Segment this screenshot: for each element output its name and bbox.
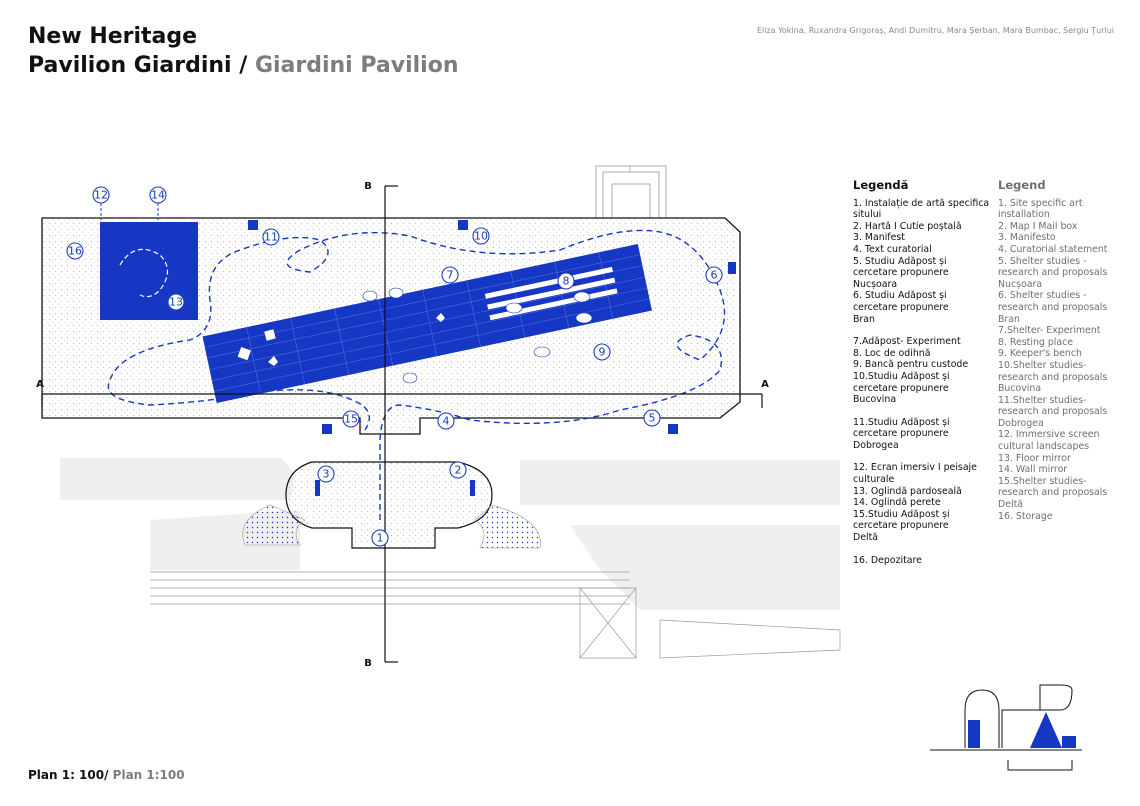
svg-text:9: 9 <box>599 346 606 359</box>
svg-text:3: 3 <box>323 468 330 481</box>
svg-text:15: 15 <box>344 413 358 426</box>
legend-item: 5. Shelter studies - research and propos… <box>998 255 1108 290</box>
visitor-path <box>107 229 726 520</box>
legend-item: Bran <box>853 313 875 325</box>
legend-item: 4. Text curatorial <box>853 243 932 255</box>
plan-marker-numbers: 1 2 3 4 5 6 7 8 9 10 11 12 13 14 15 16 <box>68 189 718 545</box>
legend-item: 13. Floor mirror <box>998 452 1071 464</box>
section-lines <box>41 185 763 663</box>
legend-english: Legend 1. Site specific art installation… <box>998 178 1118 522</box>
entrance-steps <box>150 571 841 659</box>
section-elevation-thumbnail <box>930 684 1082 771</box>
legend-item: 16. Storage <box>998 510 1053 522</box>
plan-scale: Plan 1: 100/ Plan 1:100 <box>28 768 185 782</box>
legend-item: 9. Bancă pentru custode <box>853 359 969 371</box>
svg-text:6: 6 <box>711 269 718 282</box>
scale-romanian: Plan 1: 100/ <box>28 768 109 782</box>
right-exedra <box>474 504 541 549</box>
legend-item: Bran <box>998 313 1020 325</box>
legend-item: 2. Hartă I Cutie poștală <box>853 220 962 232</box>
legend-item: 5. Studiu Adăpost și cercetare propunere <box>853 255 949 279</box>
svg-text:8: 8 <box>563 275 570 288</box>
legend-item: 3. Manifesto <box>998 232 1056 244</box>
legend-item: Nucșoara <box>853 278 898 290</box>
legend-item: 3. Manifest <box>853 232 905 244</box>
left-exedra <box>242 504 306 546</box>
legend-item: 10.Shelter studies-research and proposal… <box>998 359 1108 383</box>
wall-plaques <box>248 220 736 434</box>
svg-text:11: 11 <box>264 231 278 244</box>
legend-item: 15.Studiu Adăpost și cercetare propunere <box>853 508 950 532</box>
svg-text:12: 12 <box>94 189 108 202</box>
legend-item: Dobrogea <box>853 439 899 451</box>
svg-text:5: 5 <box>649 412 656 425</box>
legend-item: 11.Shelter studies- research and proposa… <box>998 394 1108 418</box>
scale-english: Plan 1:100 <box>112 768 185 782</box>
title-line-1: New Heritage <box>28 24 198 49</box>
legend-item: 12. Immersive screen cultural landscapes <box>998 429 1100 453</box>
legend-item: 6. Shelter studies - research and propos… <box>998 290 1108 313</box>
legend-item: Deltă <box>998 499 1024 511</box>
svg-text:16: 16 <box>68 245 82 258</box>
section-b-bottom: B <box>364 658 372 669</box>
section-a-left: A <box>36 379 44 390</box>
plan-markers <box>66 186 723 547</box>
title-romanian: Pavilion Giardini / <box>28 53 248 78</box>
legend-item: 2. Map I Mail box <box>998 220 1078 232</box>
svg-text:7: 7 <box>447 269 454 282</box>
svg-text:14: 14 <box>151 189 165 202</box>
legend-item: 1. Site specific art installation <box>998 197 1083 221</box>
section-a-right: A <box>761 379 769 390</box>
entrance-tower <box>595 165 667 219</box>
map-panel <box>470 480 475 496</box>
svg-text:10: 10 <box>474 230 488 243</box>
legend-item: 10.Studiu Adăpost și cercetare propunere <box>853 370 950 394</box>
portico-floor <box>285 461 493 549</box>
legend-item: 12. Ecran imersiv I peisaje culturale <box>853 462 977 486</box>
legend-item: 7.Adăpost- Experiment <box>853 336 961 348</box>
legend-item: 14. Wall mirror <box>998 464 1068 476</box>
manifesto-panel <box>315 480 320 496</box>
legend-item: 13. Oglindă pardoseală <box>853 485 962 497</box>
resting-objects <box>236 287 593 384</box>
svg-text:13: 13 <box>169 296 183 309</box>
legend-item: 8. Resting place <box>998 336 1074 348</box>
svg-text:2: 2 <box>455 464 462 477</box>
legend-romanian: Legendă 1. Instalație de artă specifica … <box>853 178 993 566</box>
legend-item: 11.Studiu Adăpost și cercetare propunere <box>853 416 950 440</box>
svg-text:4: 4 <box>443 415 450 428</box>
section-b-top: B <box>364 181 372 192</box>
legend-item: 9. Keeper's bench <box>998 348 1082 360</box>
legend-item: Bucovina <box>853 394 897 406</box>
legend-item: Dobrogea <box>998 417 1044 429</box>
svg-text:1: 1 <box>377 532 384 545</box>
title-line-2: Pavilion Giardini / Giardini Pavilion <box>28 51 459 80</box>
legend-item: 6. Studiu Adăpost și cercetare propunere <box>853 290 949 313</box>
legend-item: Deltă <box>853 532 879 544</box>
legend-item: 1. Instalație de artă specifica sitului <box>853 197 990 221</box>
authors-credit: Eliza Yokina, Ruxandra Grigoraș, Andi Du… <box>756 26 1114 35</box>
title-english: Giardini Pavilion <box>254 53 459 78</box>
legend-en-heading: Legend <box>998 178 1046 192</box>
legend-item: 4. Curatorial statement <box>998 243 1108 255</box>
legend-item: 15.Shelter studies- research and proposa… <box>998 475 1108 499</box>
legend-item: 8. Loc de odihnă <box>853 347 931 359</box>
legend-item: 14. Oglindă perete <box>853 497 941 509</box>
legend-item: 16. Depozitare <box>853 554 922 566</box>
page-title: New Heritage Pavilion Giardini / Giardin… <box>28 22 459 80</box>
legend-ro-heading: Legendă <box>853 178 909 192</box>
garden-surroundings <box>60 458 840 610</box>
legend-item: 7.Shelter- Experiment <box>998 325 1101 337</box>
legend-item: Bucovina <box>998 383 1042 395</box>
